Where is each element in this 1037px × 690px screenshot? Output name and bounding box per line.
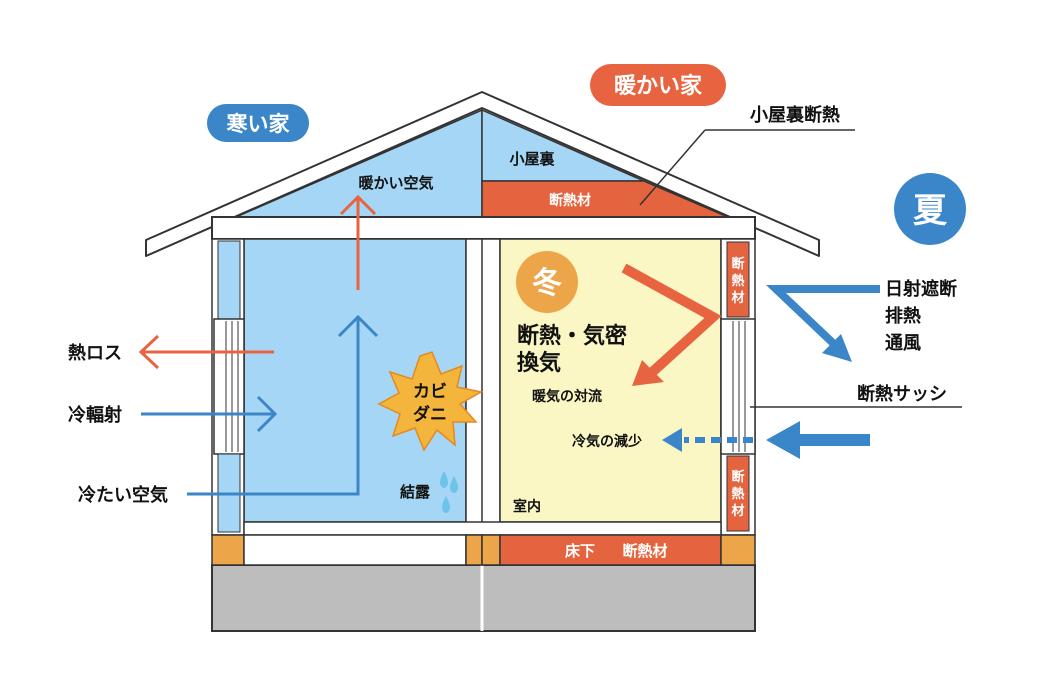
warm-house-badge: [590, 64, 726, 106]
center-partition: [465, 238, 501, 536]
cold-house-label: 寒い家: [227, 112, 291, 136]
cold-air-reduction-arrow: [662, 428, 753, 452]
heating-convection-arrowhead: [632, 360, 664, 386]
summer-label: 夏: [913, 191, 948, 231]
attic-right: [481, 108, 645, 182]
ventilation-label: 通風: [885, 333, 921, 354]
right-window-frame: [732, 321, 746, 452]
floor-insulation: [499, 534, 722, 566]
exhaust-heat-label: 排熱: [885, 305, 921, 327]
left-window: [213, 318, 245, 455]
right-wall-insulation-upper: [726, 241, 750, 318]
cold-air-arrow: [187, 314, 379, 496]
main-label-line1: 断熱・気密: [517, 323, 627, 349]
heat-loss-label: 熱ロス: [68, 342, 122, 364]
left-wall-cavity-upper: [217, 240, 241, 320]
heating-convection-label: 暖気の対流: [532, 388, 602, 405]
summer-badge: [894, 173, 966, 245]
water-drops-icon: [440, 471, 458, 513]
main-label-line2: 換気: [517, 350, 561, 376]
roof: [145, 91, 820, 257]
mold-label-line2: ダニ: [413, 404, 447, 425]
underfloor-left: [243, 534, 467, 566]
cold-air-label: 冷たい空気: [78, 484, 168, 506]
wall-insulation-lower-3: 材: [731, 503, 744, 519]
sill-right: [720, 534, 756, 566]
cold-radiation-label: 冷輻射: [68, 404, 122, 426]
warm-air-label: 暖かい空気: [358, 174, 433, 192]
solar-block-label: 日射遮断: [885, 278, 957, 300]
mold-starburst: [377, 351, 484, 452]
cold-house-badge: [207, 104, 309, 142]
wall-insulation-upper-3: 材: [731, 290, 744, 306]
room-label: 室内: [513, 498, 541, 515]
attic-label: 小屋裏: [509, 150, 555, 168]
sill-center-right: [481, 534, 501, 566]
wall-insulation-upper-1: 断: [731, 256, 744, 272]
cold-radiation-arrow: [141, 395, 278, 433]
attic-insulation-leader: [639, 129, 706, 206]
heat-loss-arrow: [138, 334, 274, 370]
wall-insulation-upper-2: 熱: [731, 273, 744, 289]
wall-insulation-lower-2: 熱: [731, 486, 744, 502]
heating-convection-arrow: [621, 263, 722, 380]
solar-block-arrow: [765, 285, 880, 362]
insulated-sash-arrow: [766, 421, 870, 459]
left-window-frame: [225, 321, 239, 452]
floor-insulation-label-a: 床下: [565, 542, 595, 560]
right-window: [720, 318, 756, 455]
winter-badge: [516, 251, 578, 313]
wall-insulation-lower-1: 断: [731, 469, 744, 485]
condensation-label: 結露: [400, 483, 431, 501]
insulated-sash-label: 断熱サッシ: [857, 383, 947, 405]
sill-left: [211, 534, 245, 566]
cold-air-reduction-label: 冷気の減少: [572, 433, 642, 450]
sill-center-left: [465, 534, 483, 566]
attic-insulation-material-label: 断熱材: [549, 192, 591, 209]
ceiling-beam: [211, 216, 756, 240]
attic-insulation-label: 小屋裏断熱: [750, 104, 840, 126]
right-wall-insulation-lower: [726, 455, 750, 532]
mold-label-line1: カビ: [413, 382, 447, 402]
floor-board: [243, 521, 722, 536]
floor-insulation-label-b: 断熱材: [622, 542, 667, 560]
winter-label: 冬: [532, 266, 562, 301]
warm-air-rising-arrow: [339, 194, 377, 290]
warm-house-label: 暖かい家: [614, 73, 703, 99]
